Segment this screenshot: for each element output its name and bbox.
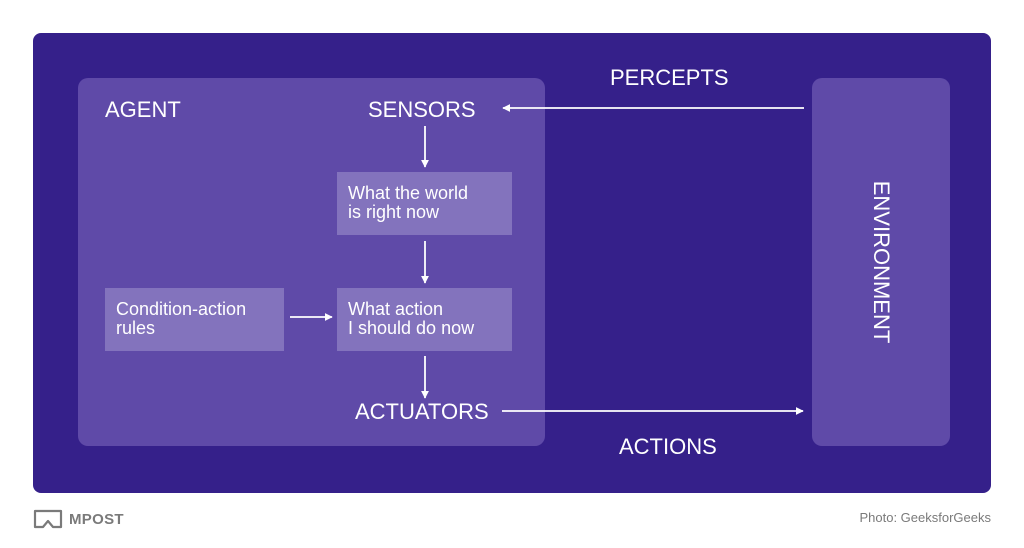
environment-label: ENVIRONMENT bbox=[869, 180, 894, 344]
action-decision-box: What action I should do now bbox=[337, 288, 512, 351]
world-state-line-1: What the world bbox=[348, 183, 469, 203]
action-decision-line-2: I should do now bbox=[348, 318, 475, 338]
action-decision-line-1: What action bbox=[348, 299, 444, 319]
condition-action-rules-box: Condition-action rules bbox=[105, 288, 284, 351]
world-state-line-2: is right now bbox=[348, 202, 440, 222]
logo-text: MPOST bbox=[69, 510, 124, 528]
rules-line-1: Condition-action bbox=[116, 299, 247, 319]
actuators-label: ACTUATORS bbox=[355, 399, 489, 424]
agent-panel bbox=[78, 78, 545, 446]
mpost-logo: MPOST bbox=[33, 508, 124, 530]
rules-line-2: rules bbox=[116, 318, 156, 338]
agent-label: AGENT bbox=[105, 97, 181, 122]
environment-panel bbox=[812, 78, 950, 446]
world-state-box: What the world is right now bbox=[337, 172, 512, 235]
photo-credit: Photo: GeeksforGeeks bbox=[859, 510, 991, 525]
actions-label: ACTIONS bbox=[619, 434, 717, 459]
mpost-logo-icon bbox=[33, 509, 63, 529]
sensors-label: SENSORS bbox=[368, 97, 476, 122]
percepts-label: PERCEPTS bbox=[610, 65, 729, 90]
